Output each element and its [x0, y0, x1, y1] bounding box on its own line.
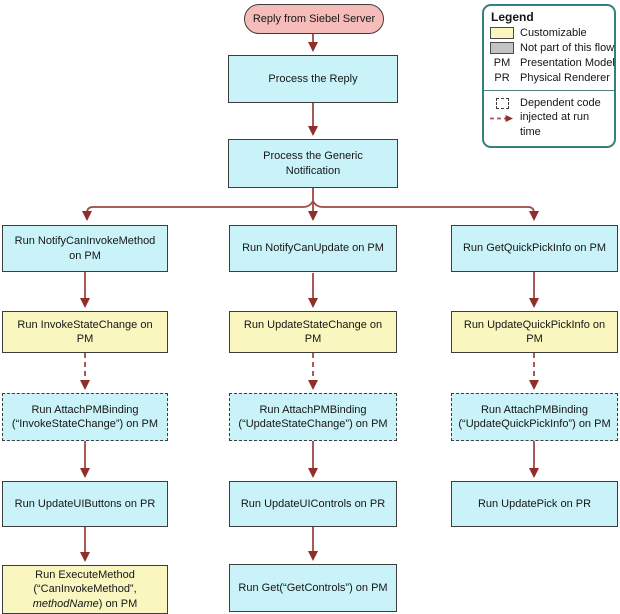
process-generic-notification-box: Process the Generic Notification — [228, 139, 398, 188]
col3-step3-label: Run AttachPMBinding (“UpdateQuickPickInf… — [458, 403, 611, 430]
pr-label: Physical Renderer — [520, 72, 610, 84]
col2-step2-label: Run UpdateStateChange on PM — [243, 318, 383, 345]
pm-label: Presentation Model — [520, 57, 615, 69]
col3-step1-box: Run GetQuickPickInfo on PM — [451, 225, 618, 272]
legend-row-customizable: Customizable — [490, 27, 608, 39]
branch-line-left — [82, 200, 314, 221]
col3-step4-box: Run UpdatePick on PR — [451, 481, 618, 527]
not-part-swatch-icon — [490, 42, 514, 54]
process-reply-box: Process the Reply — [228, 55, 398, 103]
col2-step3-box: Run AttachPMBinding (“UpdateStateChange”… — [229, 393, 397, 441]
customizable-swatch-icon — [490, 27, 514, 39]
col2-step1-box: Run NotifyCanUpdate on PM — [229, 225, 397, 272]
col1-step4-box: Run UpdateUIButtons on PR — [2, 481, 168, 527]
legend: Legend Customizable Not part of this flo… — [482, 4, 616, 148]
col1-step3-label: Run AttachPMBinding (“InvokeStateChange”… — [11, 403, 159, 430]
legend-row-pr: PR Physical Renderer — [490, 72, 610, 84]
col1-step5-label: Run ExecuteMethod (“CanInvokeMethod”, me… — [32, 569, 138, 610]
legend-row-not-part: Not part of this flow — [490, 42, 614, 54]
customizable-label: Customizable — [520, 27, 587, 39]
col2-step2-box: Run UpdateStateChange on PM — [229, 311, 397, 353]
col2-step5-box: Run Get(“GetControls”) on PM — [229, 564, 397, 612]
col2-step4-box: Run UpdateUIControls on PR — [229, 481, 397, 527]
col1-step3-box: Run AttachPMBinding (“InvokeStateChange”… — [2, 393, 168, 441]
col1-step5-box: Run ExecuteMethod (“CanInvokeMethod”, me… — [2, 565, 168, 614]
col2-step1-label: Run NotifyCanUpdate on PM — [242, 242, 384, 255]
col1-step1-label: Run NotifyCanInvokeMethod on PM — [14, 235, 156, 262]
legend-divider — [484, 90, 614, 91]
start-node-label: Reply from Siebel Server — [252, 13, 376, 25]
col1-step4-label: Run UpdateUIButtons on PR — [14, 497, 156, 510]
col3-step4-label: Run UpdatePick on PR — [477, 497, 592, 510]
dashed-box-icon — [495, 98, 509, 109]
col1-step2-label: Run InvokeStateChange on PM — [17, 318, 153, 345]
col1-step2-box: Run InvokeStateChange on PM — [2, 311, 168, 353]
start-node: Reply from Siebel Server — [244, 4, 384, 34]
dependent-code-label: Dependent code injected at run time — [520, 97, 601, 138]
not-part-label: Not part of this flow — [520, 42, 615, 54]
branch-line-right — [312, 200, 539, 221]
dashed-arrow-icon — [490, 115, 513, 122]
legend-title: Legend — [491, 10, 534, 24]
process-reply-label: Process the Reply — [268, 72, 358, 85]
col3-step2-label: Run UpdateQuickPickInfo on PM — [463, 318, 606, 345]
col2-step4-label: Run UpdateUIControls on PR — [240, 497, 386, 510]
legend-row-dependent: Dependent code injected at run time — [490, 96, 608, 139]
col3-step3-box: Run AttachPMBinding (“UpdateQuickPickInf… — [451, 393, 618, 441]
process-generic-notification-label: Process the Generic Notification — [263, 150, 363, 177]
col1-step1-box: Run NotifyCanInvokeMethod on PM — [2, 225, 168, 272]
col3-step1-label: Run GetQuickPickInfo on PM — [462, 242, 607, 255]
legend-row-pm: PM Presentation Model — [490, 57, 615, 69]
col2-step5-label: Run Get(“GetControls”) on PM — [238, 581, 388, 594]
pm-key: PM — [493, 57, 511, 69]
col3-step2-box: Run UpdateQuickPickInfo on PM — [451, 311, 618, 353]
dependent-icons — [490, 96, 514, 123]
pr-key: PR — [494, 72, 510, 84]
col2-step3-label: Run AttachPMBinding (“UpdateStateChange”… — [238, 403, 388, 430]
